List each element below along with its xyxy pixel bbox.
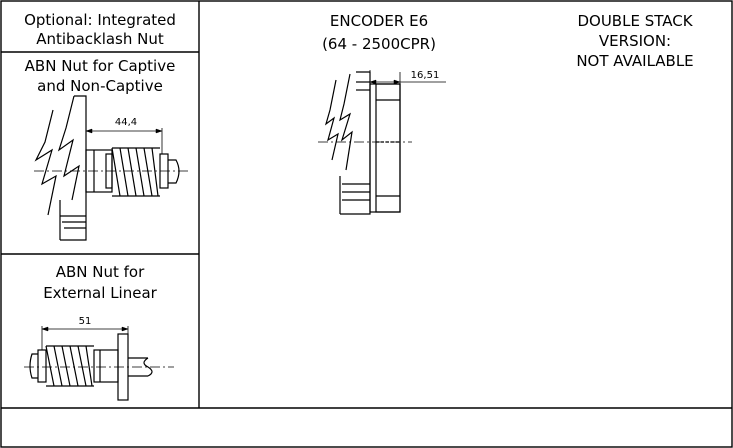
double-stack-line-3: NOT AVAILABLE: [576, 52, 693, 70]
captive-spring: [111, 147, 159, 197]
external-nut-body: [93, 349, 119, 383]
captive-tip: [168, 159, 180, 184]
encoder-cover: [375, 83, 401, 213]
captive-flange: [60, 95, 87, 241]
captive-dimension-label: 44,4: [115, 117, 137, 128]
external-shaft-break: [143, 357, 153, 377]
captive-break-line-2: [57, 95, 80, 201]
encoder-break-line-2: [339, 73, 353, 171]
captive-title-line-2: and Non-Captive: [37, 77, 163, 95]
captive-title-line-1: ABN Nut for Captive: [25, 57, 176, 75]
header-line-1: Optional: Integrated: [24, 11, 176, 29]
external-spring: [45, 345, 93, 387]
external-title-line-1: ABN Nut for: [56, 263, 145, 281]
encoder-title-line-2: (64 - 2500CPR): [322, 35, 436, 53]
encoder-title-line-1: ENCODER E6: [330, 12, 428, 30]
external-title-line-2: External Linear: [43, 284, 157, 302]
double-stack-line-2: VERSION:: [599, 32, 671, 50]
encoder-body: [369, 83, 401, 213]
external-tip: [29, 353, 38, 379]
encoder-drawing: [318, 70, 446, 215]
encoder-dimension-label: 16,51: [411, 70, 440, 81]
double-stack-line-1: DOUBLE STACK: [577, 12, 693, 30]
external-nut-drawing: [24, 326, 174, 401]
captive-break-line: [34, 109, 57, 216]
external-dimension-arrows: [41, 326, 129, 332]
header-line-2: Antibacklash Nut: [36, 30, 164, 48]
captive-dimension-arrows: [85, 128, 163, 134]
external-dimension-label: 51: [79, 316, 92, 327]
encoder-housing: [340, 71, 371, 215]
encoder-break-line: [324, 79, 339, 161]
captive-nut-drawing: [34, 95, 190, 241]
external-end-cap: [37, 349, 47, 383]
encoder-dimension-arrows: [369, 79, 401, 85]
